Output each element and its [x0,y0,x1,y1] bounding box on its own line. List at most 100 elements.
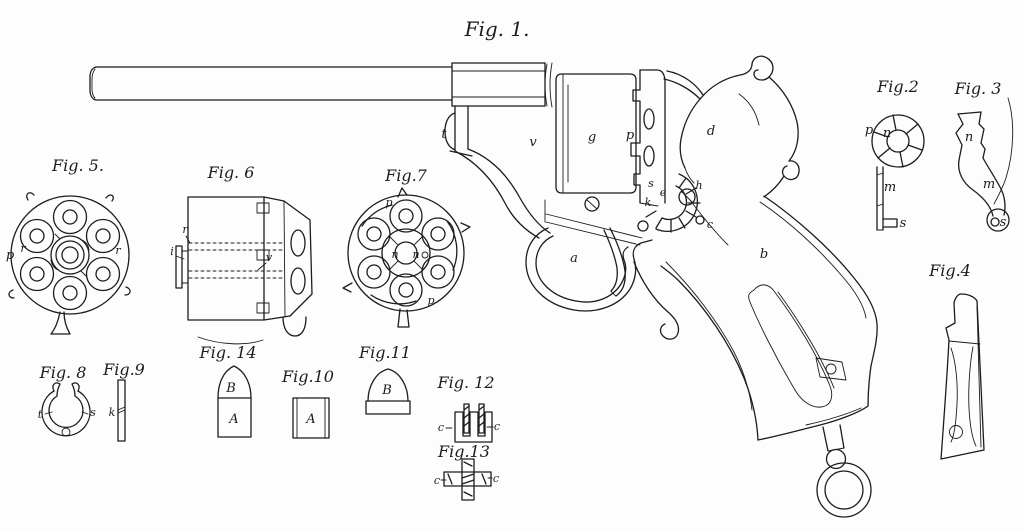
fig14-label-a: A [228,412,238,427]
lanyard-ring [816,424,872,518]
fig3-label-n: n [965,130,973,145]
fig3-caption: Fig. 3 [954,79,1002,98]
fig11-caption: Fig.11 [358,343,411,362]
fig13-caption: Fig.13 [437,442,490,461]
fig1-caption: Fig. 1. [464,17,530,41]
fig7-cylinder-front-view: Fig.7 p n n p [342,166,471,328]
fig14-cartridge: Fig. 14 B A [199,343,257,438]
fig8-label-t: t [38,408,43,421]
fig2-caption: Fig.2 [876,77,919,96]
part-label-b: b [760,247,768,262]
fig12-posts [463,403,485,434]
fig6-bore-lines [188,242,284,279]
part-label-s: s [648,177,654,190]
fig7-label-n-left: n [391,248,398,261]
fig7-chambers [357,199,455,307]
fig6-i-leader [175,255,185,260]
fig6-v-leader [257,262,267,271]
fig4-caption: Fig.4 [928,261,971,280]
part-label-a: a [570,251,578,266]
fig6-ratchet-plate [256,196,313,337]
part-label-d: d [707,124,715,139]
fig11-bullet: Fig.11 B [358,343,411,415]
revolver-barrel [89,62,553,108]
frame-front [454,148,643,246]
barrel-lug [444,105,473,157]
trigger-guard [525,227,680,340]
fig6-arbor [175,245,189,289]
fig8-c-spring: Fig. 8 t s [38,363,96,437]
fig2-label-s: s [900,216,907,231]
part-label-v: v [529,135,537,150]
fig7-label-p-bottom: p [427,294,434,307]
fig7-cam-scallops [361,204,458,305]
fig6-label-v: v [266,251,273,264]
fig7-hub [381,228,431,278]
fig6-caption: Fig. 6 [207,163,255,182]
fig2-label-m: m [884,180,896,195]
fig6-cylinder-side-view: Fig. 6 r i v [170,163,313,345]
fig9-caption: Fig.9 [102,360,145,379]
fig7-caption: Fig.7 [384,166,428,185]
fig8-caption: Fig. 8 [39,363,87,382]
revolver-cylinder [555,73,637,194]
part-label-t: t [441,127,447,142]
part-label-p: p [626,128,635,143]
fig6-flourish [197,336,264,345]
fig3-pawl: Fig. 3 n m s [954,79,1014,232]
fig7-label-n-right: n [412,248,419,261]
frame-top-edge-inner [666,70,704,96]
fig7-label-p-top: p [385,196,392,209]
fig11-label-b: B [381,383,392,398]
fig3-label-s: s [1000,215,1007,230]
fig2-label-n: n [883,126,891,141]
fig10-label-a: A [305,412,315,427]
grip [660,195,878,441]
fig7-edge-nubs [342,187,471,328]
fig12-caption: Fig. 12 [437,373,495,392]
fig3-spring-wire [993,97,1014,205]
fig5-label-p: p [6,248,15,263]
fig5-chambers [19,199,121,311]
fig2-stop-wheel: Fig.2 p n m s [865,77,925,231]
fig5-hub-ratchet [50,233,90,277]
fig13-label-c-right: c [493,472,499,485]
fig5-edge-nubs [8,192,131,335]
part-label-k: k [645,196,652,209]
fig14-label-b: B [225,381,236,396]
hammer [679,55,800,198]
fig13-cross: Fig.13 c c [434,442,499,501]
fig6-label-r: r [182,223,188,236]
fig9-pin: Fig.9 k [102,360,145,442]
fig10-case: Fig.10 A [281,367,334,439]
recoil-shield-boss [645,173,701,233]
fig12-comb: Fig. 12 c c [437,373,500,443]
fig13-hatch [447,461,487,497]
fig12-label-c-left: c [438,421,444,434]
fig5-cylinder-rear-view: Fig. 5. p r r [6,156,131,335]
fig6-label-i: i [170,245,174,258]
fig5-label-r-right: r [115,244,121,257]
fig5-label-r-left: r [20,242,26,255]
part-label-g: g [588,130,596,145]
fig8-label-s: s [90,406,96,419]
fig4-grip-panel: Fig.4 [928,261,985,460]
standing-breech [630,69,666,207]
fig9-label-k: k [109,406,116,419]
fig2-label-p: p [865,123,874,138]
trigger [603,227,626,297]
part-label-c: c [707,218,713,231]
frame-top-edge [663,78,701,100]
fig13-label-c-left: c [434,474,440,487]
fig1-revolver-side-view: Fig. 1. t [89,17,878,518]
fig2-spokes [873,114,923,168]
fig14-caption: Fig. 14 [199,343,257,362]
part-label-h: h [695,179,702,192]
part-label-e: e [660,186,667,199]
fig6-r-leader [185,235,191,244]
fig10-caption: Fig.10 [281,367,334,386]
fig5-caption: Fig. 5. [51,156,104,175]
fig2-stem [876,166,898,231]
fig12-label-c-right: c [494,420,500,433]
